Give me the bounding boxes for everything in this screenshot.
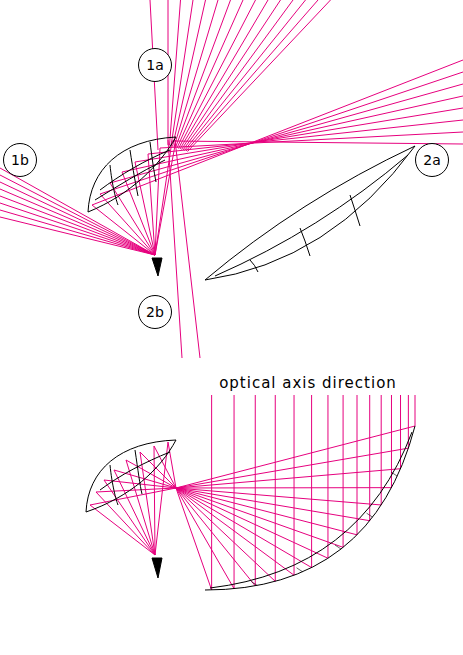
light-ray [369,395,370,521]
callout-number: 1b [11,152,29,168]
light-ray [176,448,408,488]
light-ray [180,0,268,149]
light-ray [160,132,463,148]
light-ray [183,0,293,150]
light-ray [0,182,155,255]
light-ray [343,395,344,547]
light-ray [335,545,341,549]
light-ray [171,0,193,146]
light-ray [0,196,155,255]
light-ray [176,488,255,586]
light-ray [90,488,176,505]
callout-circle: 1a [138,48,172,82]
light-ray [176,426,415,488]
light-ray [177,0,243,148]
light-ray [172,141,463,144]
light-ray [176,488,381,505]
light-ray [0,210,155,255]
light-ray [188,0,331,152]
light-ray [211,395,212,590]
callout-number: 2a [423,152,441,168]
light-ray [175,140,200,358]
light-ray [311,395,312,568]
axis-label: optical axis direction [217,374,399,392]
light-ray [104,480,155,555]
light-ray [100,72,463,194]
light-ray [135,108,463,162]
callout-circle: 2b [138,295,172,329]
light-ray [176,488,294,575]
callout-circle: 1b [3,143,37,177]
light-ray [155,442,168,555]
light-ray [96,492,155,555]
light-ray [176,488,234,589]
light-ray [168,442,176,488]
light-ray [391,395,392,488]
light-ray [122,96,463,172]
light-ray [179,0,256,149]
light-ray [100,194,155,255]
callout-number: 1a [146,57,164,73]
light-ray [154,446,155,555]
light-ray [155,140,176,255]
light-ray [110,84,463,183]
light-ray [367,513,373,517]
light-ray [170,0,181,146]
light-ray [176,469,401,488]
light-ray [110,183,155,255]
light-ray [176,487,391,488]
light-ray [140,452,155,555]
light-ray [174,0,218,147]
light-ray [0,189,155,255]
light-ray [327,395,328,558]
light-ray [294,395,295,575]
light-ray [186,0,318,151]
light-ray [176,488,212,590]
light-ray [92,60,463,205]
light-ray [251,581,257,585]
light-ray [185,0,306,151]
light-ray [176,0,231,148]
light-ray [255,395,256,586]
light-ray [0,168,155,255]
light-ray [148,120,463,154]
light-ray [126,460,155,555]
light-ray [391,472,397,476]
callout-number: 2b [146,304,164,320]
light-ray [173,0,206,147]
light-ray [176,488,343,547]
light-ray [297,568,303,572]
light-ray [381,395,382,505]
light-ray [176,488,370,521]
light-ray [90,505,155,555]
callout-circle: 2a [415,143,449,177]
light-ray [357,395,358,535]
light-ray [415,395,416,426]
light-ray [182,0,281,150]
